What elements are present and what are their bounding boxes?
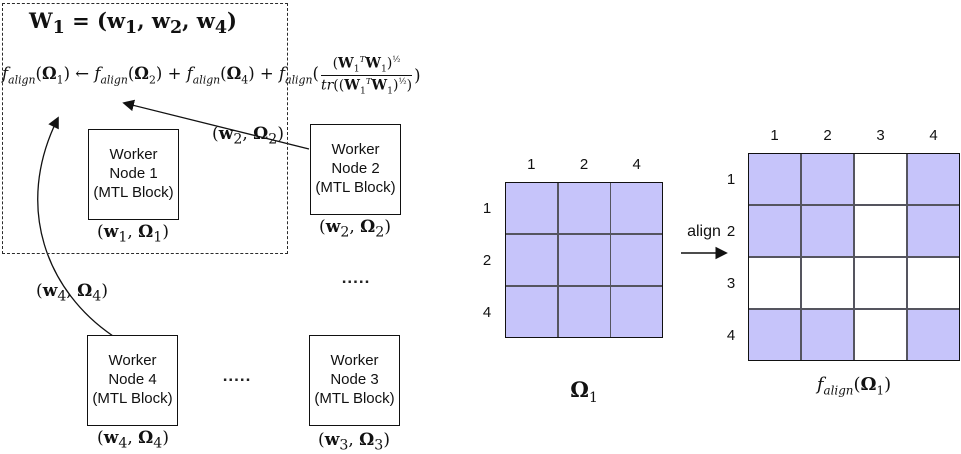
formula-fraction: (W1TW1)½ tr((W1TW1)½)	[320, 53, 413, 97]
worker-node-4-line3: (MTL Block)	[92, 389, 173, 407]
matrix-row-label: 2	[482, 251, 492, 269]
matrix-cell	[907, 205, 959, 257]
matrix-cell	[801, 154, 854, 205]
matrix-col-label: 4	[929, 127, 938, 144]
matrix-cell	[558, 183, 610, 234]
matrix-cell	[801, 205, 854, 257]
worker-node-3-label: (w3, Ω3)	[318, 430, 390, 454]
matrix-col-label: 3	[876, 127, 885, 144]
falign-matrix-title: falign(Ω1)	[816, 374, 892, 398]
worker-node-2-box: Worker Node 2 (MTL Block)	[310, 124, 401, 215]
worker-node-3-line3: (MTL Block)	[314, 389, 395, 407]
worker-node-1-line1: Worker	[109, 146, 158, 164]
matrix-cell	[854, 309, 907, 360]
matrix-cell	[854, 205, 907, 257]
matrix-row-label: 4	[726, 326, 736, 344]
worker-node-2-label: (w2, Ω2)	[319, 217, 391, 241]
matrix-row-label: 1	[726, 170, 736, 188]
matrix-cell	[801, 257, 854, 309]
matrix-cell	[749, 154, 801, 205]
matrix-cell	[611, 286, 662, 337]
worker-node-3-box: Worker Node 3 (MTL Block)	[309, 335, 400, 426]
edge-label-node2: (w2, Ω2)	[212, 124, 284, 148]
aggregation-title: W1 = (w1, w2, w4)	[29, 8, 237, 39]
matrix-cell	[558, 234, 610, 286]
formula-main: falign(Ω1) ← falign(Ω2) + falign(Ω4) + f…	[2, 63, 319, 87]
matrix-cell	[506, 234, 557, 286]
matrix-cell	[558, 286, 610, 337]
worker-node-4-line2: Node 4	[108, 371, 157, 389]
matrix-cell	[611, 234, 662, 286]
left-matrix-col-labels: 1 2 4	[505, 156, 663, 176]
right-matrix-row-labels: 1 2 3 4	[718, 153, 744, 361]
edge-label-node4: (w4, Ω4)	[36, 281, 108, 305]
left-matrix-row-labels: 1 2 4	[474, 182, 500, 338]
matrix-cell	[801, 309, 854, 360]
matrix-cell	[506, 286, 557, 337]
worker-node-3-line2: Node 3	[330, 371, 379, 389]
matrix-cell	[854, 257, 907, 309]
ellipsis-top: .....	[341, 268, 371, 287]
matrix-cell	[749, 257, 801, 309]
matrix-col-label: 1	[770, 127, 779, 144]
falign-matrix-grid	[748, 153, 960, 361]
server-aggregation-box	[2, 3, 288, 254]
matrix-row-label: 3	[726, 274, 736, 292]
align-arrow-label: align	[687, 223, 721, 240]
worker-node-3-line1: Worker	[330, 352, 379, 370]
matrix-cell	[506, 183, 557, 234]
formula-close-paren: )	[414, 65, 421, 85]
ellipsis-bottom: .....	[222, 366, 252, 385]
worker-node-4-box: Worker Node 4 (MTL Block)	[87, 335, 178, 426]
matrix-col-label: 2	[579, 156, 589, 173]
fraction-denominator: tr((W1TW1)½)	[320, 74, 413, 96]
right-matrix-col-labels: 1 2 3 4	[748, 127, 960, 147]
matrix-row-label: 4	[482, 303, 492, 321]
matrix-row-label: 1	[482, 199, 492, 217]
matrix-cell	[907, 257, 959, 309]
matrix-col-label: 4	[632, 156, 641, 173]
matrix-cell	[854, 154, 907, 205]
matrix-cell	[749, 205, 801, 257]
worker-node-4-label: (w4, Ω4)	[97, 428, 169, 452]
alignment-formula: falign(Ω1) ← falign(Ω2) + falign(Ω4) + f…	[2, 46, 421, 104]
worker-node-2-line2: Node 2	[331, 160, 380, 178]
matrix-cell	[749, 309, 801, 360]
matrix-col-label: 1	[527, 156, 536, 173]
worker-node-1-box: Worker Node 1 (MTL Block)	[88, 129, 179, 220]
matrix-cell	[907, 154, 959, 205]
worker-node-1-line3: (MTL Block)	[93, 183, 174, 201]
worker-node-1-label: (w1, Ω1)	[97, 222, 169, 246]
fraction-numerator: (W1TW1)½	[332, 53, 401, 74]
worker-node-4-line1: Worker	[108, 352, 157, 370]
matrix-row-label: 2	[726, 222, 736, 240]
matrix-col-label: 2	[823, 127, 832, 144]
worker-node-2-line1: Worker	[331, 141, 380, 159]
omega1-matrix-grid	[505, 182, 663, 338]
worker-node-2-line3: (MTL Block)	[315, 178, 396, 196]
matrix-cell	[907, 309, 959, 360]
worker-node-1-line2: Node 1	[109, 165, 158, 183]
matrix-cell	[611, 183, 662, 234]
omega1-matrix-title: Ω1	[570, 377, 598, 407]
